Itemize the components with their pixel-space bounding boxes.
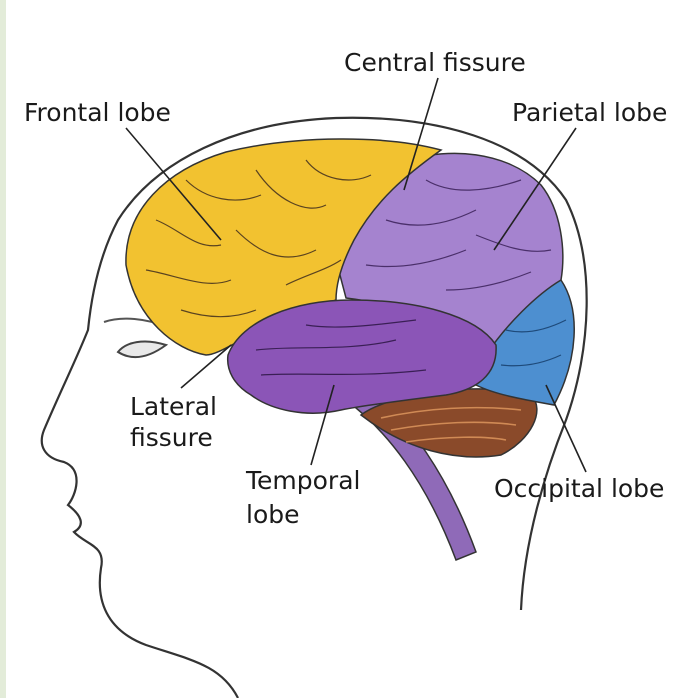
occipital-lobe-label: Occipital lobe [494,474,664,503]
lateral-fissure-label-line1: Lateral [130,392,217,421]
temporal-lobe-label-line1: Temporal [246,466,360,495]
lateral-fissure-label-line2: fissure [130,423,213,452]
parietal-lobe-label: Parietal lobe [512,98,667,127]
central-fissure-label: Central fissure [344,48,526,77]
eye [118,341,166,357]
frontal-lobe-label: Frontal lobe [24,98,171,127]
temporal-lobe-label-line2: lobe [246,500,300,529]
